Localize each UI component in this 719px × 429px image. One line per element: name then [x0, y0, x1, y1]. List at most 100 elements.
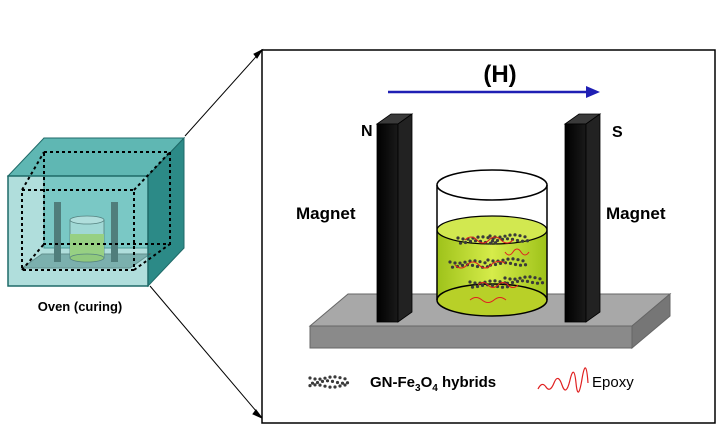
- hybrid-dot: [333, 385, 337, 389]
- hybrid-dot: [520, 239, 525, 243]
- hybrid-dot: [335, 380, 340, 385]
- hybrid-dot: [338, 384, 342, 388]
- hybrid-dot: [540, 281, 545, 285]
- hybrid-dot: [488, 279, 492, 283]
- hybrid-dot: [523, 275, 527, 279]
- legend-hybrid-label: GN-Fe3O4 hybrids: [370, 374, 496, 394]
- hybrid-dot: [518, 234, 522, 238]
- hybrid-dot: [468, 280, 472, 284]
- hybrid-dot: [318, 377, 322, 381]
- hybrid-dot: [340, 381, 345, 385]
- hybrid-dot: [463, 260, 467, 264]
- hybrid-dot: [480, 283, 485, 287]
- hybrid-dot: [313, 383, 317, 387]
- hybrid-dot: [518, 263, 523, 267]
- hybrid-dot: [505, 237, 510, 241]
- hybrid-dot: [320, 379, 325, 383]
- hybrid-dot: [525, 239, 530, 243]
- hybrid-dot: [456, 236, 460, 240]
- hybrid-dot: [501, 258, 505, 262]
- epoxy-chains: [454, 236, 530, 303]
- hybrid-dot: [520, 279, 525, 283]
- graphene-fe3o4-cluster-icon: [308, 375, 350, 389]
- field-label: (H): [483, 61, 516, 88]
- hybrid-dot: [333, 375, 337, 379]
- hybrid-dot: [481, 235, 485, 239]
- hybrid-dot: [538, 277, 542, 281]
- hybrid-dot: [500, 285, 505, 289]
- hybrid-dot: [530, 280, 535, 285]
- hybrid-dot: [503, 261, 508, 265]
- hybrid-dot: [511, 257, 515, 261]
- hybrid-dot: [488, 234, 492, 238]
- hybrid-dot: [506, 257, 510, 261]
- hybrid-dot: [330, 379, 335, 383]
- hybrid-dot: [478, 260, 482, 264]
- left-magnet: [375, 113, 414, 323]
- hybrid-dot: [525, 279, 530, 283]
- hybrid-dot: [343, 383, 347, 387]
- hybrid-dot: [483, 261, 487, 265]
- hybrid-dot: [450, 265, 455, 269]
- hybrid-dot: [513, 262, 518, 267]
- hybrid-dot: [470, 285, 475, 289]
- hybrid-dot: [521, 259, 525, 263]
- hybrid-dot: [535, 281, 540, 285]
- hybrid-dot: [503, 234, 507, 238]
- hybrid-dot: [470, 263, 475, 267]
- hybrid-dot: [510, 237, 515, 241]
- hybrid-dot: [473, 281, 477, 285]
- hybrid-dot: [310, 381, 315, 385]
- hybrid-dot: [528, 275, 532, 279]
- hybrid-dot: [345, 381, 350, 385]
- hybrid-dot: [523, 263, 528, 267]
- hybrid-dot: [515, 279, 520, 283]
- hybrid-dot: [313, 377, 317, 381]
- hybrid-dot: [491, 259, 495, 263]
- hybrid-dot: [325, 379, 330, 383]
- hybrid-dot: [518, 276, 522, 280]
- hybrid-dot: [460, 263, 465, 267]
- oven-front-face: [7, 175, 149, 287]
- hybrid-dot: [508, 261, 513, 265]
- field-arrow: [388, 86, 600, 98]
- hybrid-dot: [515, 238, 520, 243]
- hybrid-dot: [308, 376, 312, 380]
- hybrid-dot: [493, 262, 498, 267]
- hybrid-dot: [475, 264, 480, 269]
- hybrid-dot: [486, 258, 490, 262]
- hybrid-dot: [308, 384, 312, 388]
- right-pole-label: S: [612, 124, 623, 141]
- hybrid-dot: [461, 237, 465, 241]
- hybrid-dot: [458, 261, 462, 265]
- hybrid-dot: [513, 233, 517, 237]
- oven-dotted-edges: [21, 151, 171, 271]
- hybrid-dot: [503, 276, 507, 280]
- hybrid-dot: [318, 383, 322, 387]
- hybrid-dot: [458, 241, 463, 245]
- hybrid-dot: [323, 384, 327, 388]
- hybrid-dot: [475, 284, 480, 289]
- hybrid-dot: [508, 277, 512, 281]
- legend: GN-Fe3O4 hybrids Epoxy: [308, 367, 634, 394]
- right-magnet-label: Magnet: [606, 204, 666, 223]
- hybrid-dot: [508, 233, 512, 237]
- hybrid-dot: [338, 376, 342, 380]
- hybrid-dot: [493, 241, 498, 245]
- hybrid-dot: [343, 377, 347, 381]
- beaker: [436, 169, 548, 317]
- hybrid-dot: [498, 261, 503, 265]
- left-magnet-label: Magnet: [296, 204, 356, 223]
- hybrid-dot: [490, 283, 495, 287]
- hybrid-dot: [328, 385, 332, 389]
- hybrid-dot: [463, 240, 468, 245]
- hybrid-dot: [510, 280, 515, 285]
- hybrid-dot: [468, 239, 473, 243]
- epoxy-chain-icon: [537, 367, 589, 393]
- hybrid-dot: [516, 258, 520, 262]
- hybrid-dot: [448, 260, 452, 264]
- hybrid-dot: [476, 235, 480, 239]
- zoom-lines: [149, 48, 264, 420]
- left-pole-label: N: [361, 123, 373, 140]
- oven: Oven (curing): [6, 136, 186, 314]
